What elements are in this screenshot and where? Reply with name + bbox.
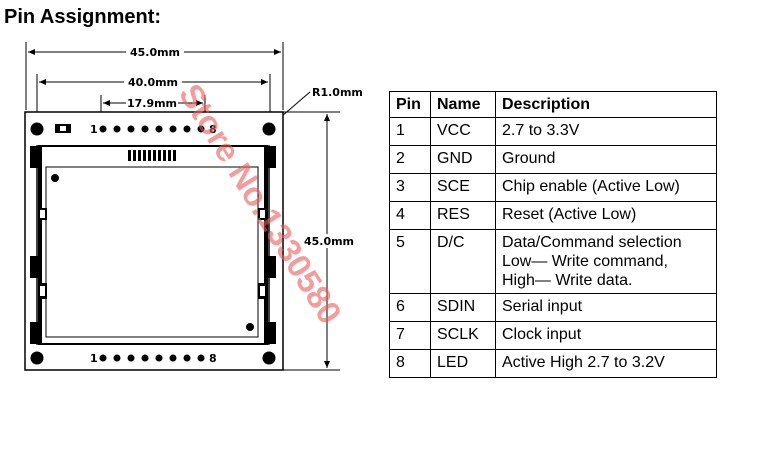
table-row: 4 RES Reset (Active Low) xyxy=(389,201,717,230)
description-line: Clock input xyxy=(502,326,582,343)
side-clips xyxy=(30,208,276,299)
bottom-header-pins xyxy=(99,354,205,362)
pin-number: 3 xyxy=(389,173,431,202)
description-line: Reset (Active Low) xyxy=(502,206,637,223)
pin-description: 2.7 to 3.3V xyxy=(495,117,717,146)
description-line: Ground xyxy=(502,150,556,167)
header-description: Description xyxy=(495,91,717,118)
pcb-diagram: 45.0mm 40.0mm 17.9mm R1.0mm 45.0mm 1 8 xyxy=(24,42,363,371)
bottom-pin-end-label: 8 xyxy=(209,352,217,365)
table-row: 5 D/C Data/Command selection Low— Write … xyxy=(389,229,717,294)
mounting-hole-bottom-left xyxy=(30,351,44,365)
pin-span-label: 17.9mm xyxy=(127,97,177,110)
hole-spacing-label: 40.0mm xyxy=(128,76,178,89)
table-row: 7 SCLK Clock input xyxy=(389,321,717,350)
table-row: 3 SCE Chip enable (Active Low) xyxy=(389,173,717,202)
pin-number: 8 xyxy=(389,349,431,378)
table-row: 6 SDIN Serial input xyxy=(389,293,717,322)
description-line: High— Write data. xyxy=(502,272,633,289)
pin-description: Clock input xyxy=(495,321,717,350)
header-pin: Pin xyxy=(389,91,431,118)
pin-description: Reset (Active Low) xyxy=(495,201,717,230)
header-name: Name xyxy=(430,91,496,118)
pin-name: D/C xyxy=(430,229,496,294)
pin-description: Chip enable (Active Low) xyxy=(495,173,717,202)
pin-name: GND xyxy=(430,145,496,174)
lcd-frame xyxy=(30,145,276,345)
description-line: Active High 2.7 to 3.2V xyxy=(502,354,665,371)
pin-number: 1 xyxy=(389,117,431,146)
description-line: 2.7 to 3.3V xyxy=(502,122,580,139)
description-line: Low— Write command, xyxy=(502,253,668,270)
table-header-row: Pin Name Description xyxy=(389,91,717,118)
description-line: Serial input xyxy=(502,298,583,315)
pin-number: 5 xyxy=(389,229,431,294)
pin-assignment-table: Pin Name Description 1 VCC 2.7 to 3.3V 2… xyxy=(389,91,717,378)
pin-description: Serial input xyxy=(495,293,717,322)
pin-name: RES xyxy=(430,201,496,230)
height-dim-label: 45.0mm xyxy=(304,235,354,248)
top-pin-start-label: 1 xyxy=(90,123,98,136)
pin-number: 2 xyxy=(389,145,431,174)
pin-number: 4 xyxy=(389,201,431,230)
lcd-dot-2 xyxy=(246,323,254,331)
pin-name: LED xyxy=(430,349,496,378)
width-dim-label: 45.0mm xyxy=(130,46,180,59)
pin-name: SDIN xyxy=(430,293,496,322)
hole-radius-label: R1.0mm xyxy=(312,86,363,99)
table-row: 2 GND Ground xyxy=(389,145,717,174)
pin-name: SCLK xyxy=(430,321,496,350)
pin-description: Active High 2.7 to 3.2V xyxy=(495,349,717,378)
pin-description: Ground xyxy=(495,145,717,174)
description-line: Chip enable (Active Low) xyxy=(502,178,680,195)
pin-name: SCE xyxy=(430,173,496,202)
pin-name: VCC xyxy=(430,117,496,146)
mounting-hole-top-left xyxy=(30,122,44,136)
description-line: Data/Command selection xyxy=(502,234,682,251)
top-header-pins xyxy=(99,125,205,133)
pin-number: 6 xyxy=(389,293,431,322)
table-row: 8 LED Active High 2.7 to 3.2V xyxy=(389,349,717,378)
mounting-hole-bottom-right xyxy=(262,351,276,365)
pin-number: 7 xyxy=(389,321,431,350)
table-row: 1 VCC 2.7 to 3.3V xyxy=(389,117,717,146)
lcd-panel xyxy=(45,166,259,338)
top-pin-end-label: 8 xyxy=(209,123,217,136)
page-title: Pin Assignment: xyxy=(4,6,162,28)
lcd-dot-1 xyxy=(51,174,59,182)
lcd-connector xyxy=(128,150,176,161)
mounting-hole-top-right xyxy=(262,122,276,136)
bottom-pin-start-label: 1 xyxy=(90,352,98,365)
pin-description: Data/Command selection Low— Write comman… xyxy=(495,229,717,294)
